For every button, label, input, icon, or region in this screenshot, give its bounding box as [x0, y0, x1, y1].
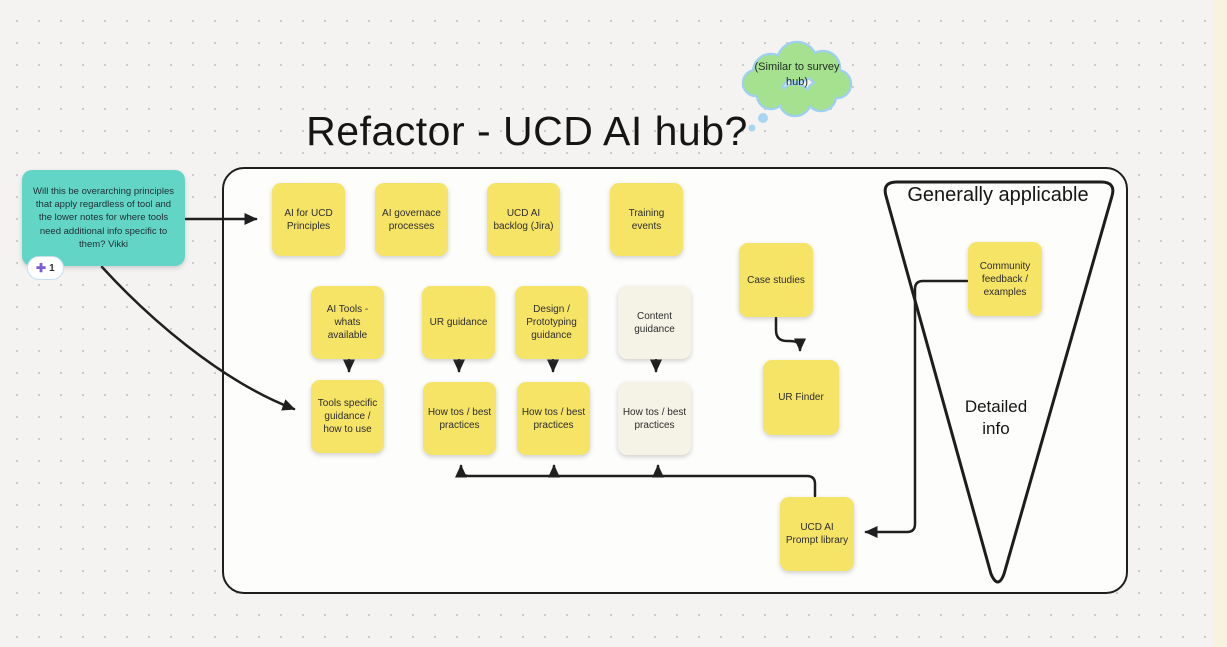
funnel-label-detailed-info[interactable]: Detailed info: [964, 397, 1028, 439]
sticky-design-prototyping-guidance[interactable]: Design / Prototyping guidance: [515, 286, 588, 359]
sticky-label: How tos / best practices: [427, 406, 492, 431]
sticky-ur-finder[interactable]: UR Finder: [763, 360, 839, 435]
comment-note[interactable]: Will this be overarching principles that…: [22, 170, 185, 266]
sticky-label: UR guidance: [429, 317, 488, 328]
reaction-badge[interactable]: ✚ 1: [27, 256, 64, 280]
canvas-right-edge: [1214, 0, 1227, 647]
sticky-ai-tools-whats-available[interactable]: AI Tools - whats available: [311, 286, 384, 359]
sticky-ur-guidance[interactable]: UR guidance: [422, 286, 495, 359]
board-title[interactable]: Refactor - UCD AI hub?: [306, 108, 748, 154]
arrow-case-to-urfinder[interactable]: [774, 316, 807, 352]
sticky-community-feedback[interactable]: Community feedback / examples: [968, 242, 1042, 316]
sticky-ai-governance-processes[interactable]: AI governace processes: [375, 183, 448, 256]
sticky-label: UCD AI Prompt library: [785, 522, 849, 546]
comment-note-text: Will this be overarching principles that…: [33, 185, 174, 250]
sticky-content-guidance[interactable]: Content guidance: [618, 286, 691, 359]
sticky-label: How tos / best practices: [622, 406, 687, 431]
thought-trail-dot: [758, 113, 768, 123]
thought-bubble[interactable]: (Similar to survey hub): [733, 38, 873, 138]
sticky-howtos-design[interactable]: How tos / best practices: [517, 382, 590, 455]
funnel-label-generally-applicable[interactable]: Generally applicable: [907, 184, 1089, 206]
sticky-label: Tools specific guidance / how to use: [317, 398, 378, 435]
sticky-label: How tos / best practices: [521, 406, 586, 431]
arrow-comment-to-tools-specific[interactable]: [100, 265, 296, 411]
sticky-label: UCD AI backlog (Jira): [493, 207, 554, 232]
sticky-ai-for-ucd-principles[interactable]: AI for UCD Principles: [272, 183, 345, 256]
arrow-community-to-library[interactable]: [864, 279, 969, 539]
sticky-label: AI governace processes: [382, 207, 441, 232]
sticky-case-studies[interactable]: Case studies: [739, 243, 813, 317]
sticky-howtos-content[interactable]: How tos / best practices: [618, 382, 691, 455]
thought-trail-dot: [748, 124, 756, 132]
sticky-training-events[interactable]: Training events: [610, 183, 683, 256]
sticky-label: Case studies: [747, 274, 805, 286]
sticky-howtos-ur[interactable]: How tos / best practices: [423, 382, 496, 455]
thought-bubble-text: (Similar to survey hub): [754, 61, 840, 88]
sticky-label: AI Tools - whats available: [326, 304, 369, 341]
plus-reaction-icon: ✚: [36, 261, 47, 275]
sticky-label: UR Finder: [778, 392, 824, 403]
sticky-tools-specific-guidance[interactable]: Tools specific guidance / how to use: [311, 380, 384, 453]
sticky-label: Training events: [628, 207, 665, 232]
thought-bubble-cloud-icon: [741, 40, 853, 132]
arrow-library-to-howtos-1[interactable]: [454, 464, 817, 498]
reaction-count: 1: [49, 262, 55, 274]
sticky-label: Design / Prototyping guidance: [526, 304, 577, 341]
sticky-label: AI for UCD Principles: [284, 207, 333, 232]
sticky-ucd-ai-prompt-library[interactable]: UCD AI Prompt library: [780, 497, 854, 571]
sticky-ucd-ai-backlog[interactable]: UCD AI backlog (Jira): [487, 183, 560, 256]
sticky-label: Content guidance: [634, 310, 675, 335]
sticky-label: Community feedback / examples: [979, 260, 1031, 298]
